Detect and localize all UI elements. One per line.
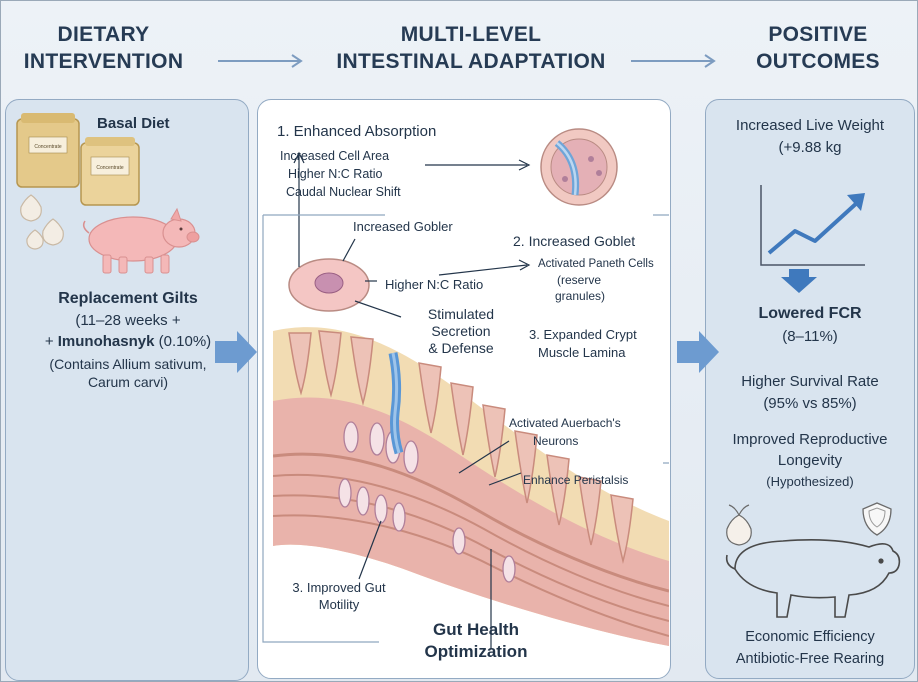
gut-health-line1: Gut Health <box>433 620 519 639</box>
growth-chart-icon <box>760 185 865 293</box>
repro-line1: Improved Reproductive <box>732 431 888 448</box>
header-dietary-intervention: DIETARY INTERVENTION <box>21 21 186 75</box>
paneth-line2: (reserve <box>557 273 602 287</box>
header-col3-line2: OUTCOMES <box>756 50 880 73</box>
peristalsis-label: Enhance Peristalsis <box>523 473 629 487</box>
live-weight-line2: (+9.88 kg <box>778 139 842 156</box>
outcomes-panel <box>705 99 915 679</box>
gilts-title: Replacement Gilts <box>58 290 198 307</box>
enhanced-absorption-label: 1. Enhanced Absorption <box>277 123 437 140</box>
auerbach-line1: Activated Auerbach's <box>509 416 621 430</box>
survival-title: Higher Survival Rate <box>741 373 879 390</box>
header-arrow-2 <box>631 54 716 68</box>
econ-line1: Economic Efficiency <box>745 629 875 645</box>
gut-health-line2: Optimization <box>424 642 528 661</box>
header-col1-line1: DIETARY <box>57 23 150 46</box>
peristalsis-pointer <box>488 472 522 486</box>
higher-nc-label: Higher N:C Ratio <box>385 277 484 292</box>
stimulated-line3: & Defense <box>428 340 494 356</box>
header-col2-line2: INTESTINAL ADAPTATION <box>336 50 606 73</box>
pig-outline-icon <box>725 539 901 618</box>
panel-arrow-right <box>677 331 719 373</box>
caudal-shift-label: Caudal Nuclear Shift <box>286 185 401 199</box>
down-arrow-icon <box>781 269 817 293</box>
crypt-line1: 3. Expanded Crypt <box>529 327 637 342</box>
header-intestinal-adaptation: MULTI-LEVEL INTESTINAL ADAPTATION <box>311 21 631 75</box>
crypt-line2: Muscle Lamina <box>538 345 626 360</box>
header-col3-line1: POSITIVE <box>768 23 868 46</box>
feed-bag-2-icon <box>80 137 140 206</box>
garlic-icon <box>726 504 752 546</box>
contains-line1: (Contains Allium sativum, <box>49 356 207 372</box>
paneth-line1: Activated Paneth Cells <box>538 258 654 270</box>
supplement-name: Imunohasnyk <box>57 333 155 350</box>
increased-goblet-label: 2. Increased Goblet <box>513 233 636 249</box>
motility-pointer <box>358 520 382 580</box>
live-weight-line1: Increased Live Weight <box>735 117 885 134</box>
feed-bag-2-label: Concentrate <box>96 165 123 171</box>
villi-group <box>288 330 634 564</box>
shield-icon <box>862 502 892 536</box>
absorption-tissue-circle <box>540 128 618 206</box>
auerbach-line2: Neurons <box>533 434 579 448</box>
increased-gobler-label: Increased Gobler <box>353 219 453 234</box>
repro-line2: Longevity <box>777 452 843 469</box>
contains-line2: Carum carvi) <box>87 374 169 390</box>
cell-diagram <box>288 258 370 312</box>
header-col1-line2: INTERVENTION <box>23 50 184 73</box>
garlic-icon <box>20 194 64 250</box>
basal-diet-label: Basal Diet <box>97 115 170 132</box>
header-col2-line1: MULTI-LEVEL <box>400 23 542 46</box>
cell-area-label: Increased Cell Area <box>280 149 390 163</box>
header-arrow-1 <box>218 54 303 68</box>
gut-health-label: Gut Health Optimization <box>401 619 551 663</box>
gilts-weeks: (11–28 weeks + <box>75 312 181 329</box>
econ-line2: Antibiotic-Free Rearing <box>735 651 885 667</box>
fcr-value: (8–11%) <box>782 328 838 345</box>
stimulated-secretion-label: Stimulated Secretion & Defense <box>411 306 511 357</box>
survival-value: (95% vs 85%) <box>763 395 857 412</box>
feed-bag-1-icon <box>16 113 80 188</box>
stimulated-line2: Secretion <box>431 323 491 339</box>
header-positive-outcomes: POSITIVE OUTCOMES <box>733 21 903 75</box>
paneth-line3: granules) <box>555 289 606 303</box>
supplement-line: + Imunohasnyk (0.10%) <box>11 333 245 350</box>
blood-vessel-icon <box>388 352 404 455</box>
diet-illustration: Concentrate Concentrate <box>16 113 200 274</box>
auerbach-pointer <box>458 440 510 474</box>
nc-ratio-label: Higher N:C Ratio <box>288 167 383 181</box>
motility-line2: Motility <box>318 597 360 612</box>
pig-icon <box>82 207 200 274</box>
motility-label: 3. Improved Gut Motility <box>279 579 399 613</box>
repro-line3: (Hypothesized) <box>766 474 854 489</box>
stimulated-line1: Stimulated <box>427 306 495 322</box>
fcr-title: Lowered FCR <box>758 305 862 322</box>
supplement-prefix: + <box>44 333 54 350</box>
supplement-dose: (0.10%) <box>158 333 212 350</box>
pig-outline-illustration <box>725 502 901 618</box>
intestine-illustration <box>262 128 669 649</box>
feed-bag-1-label: Concentrate <box>34 144 61 150</box>
motility-line1: 3. Improved Gut <box>292 580 386 595</box>
panel-arrow-left <box>215 331 257 373</box>
